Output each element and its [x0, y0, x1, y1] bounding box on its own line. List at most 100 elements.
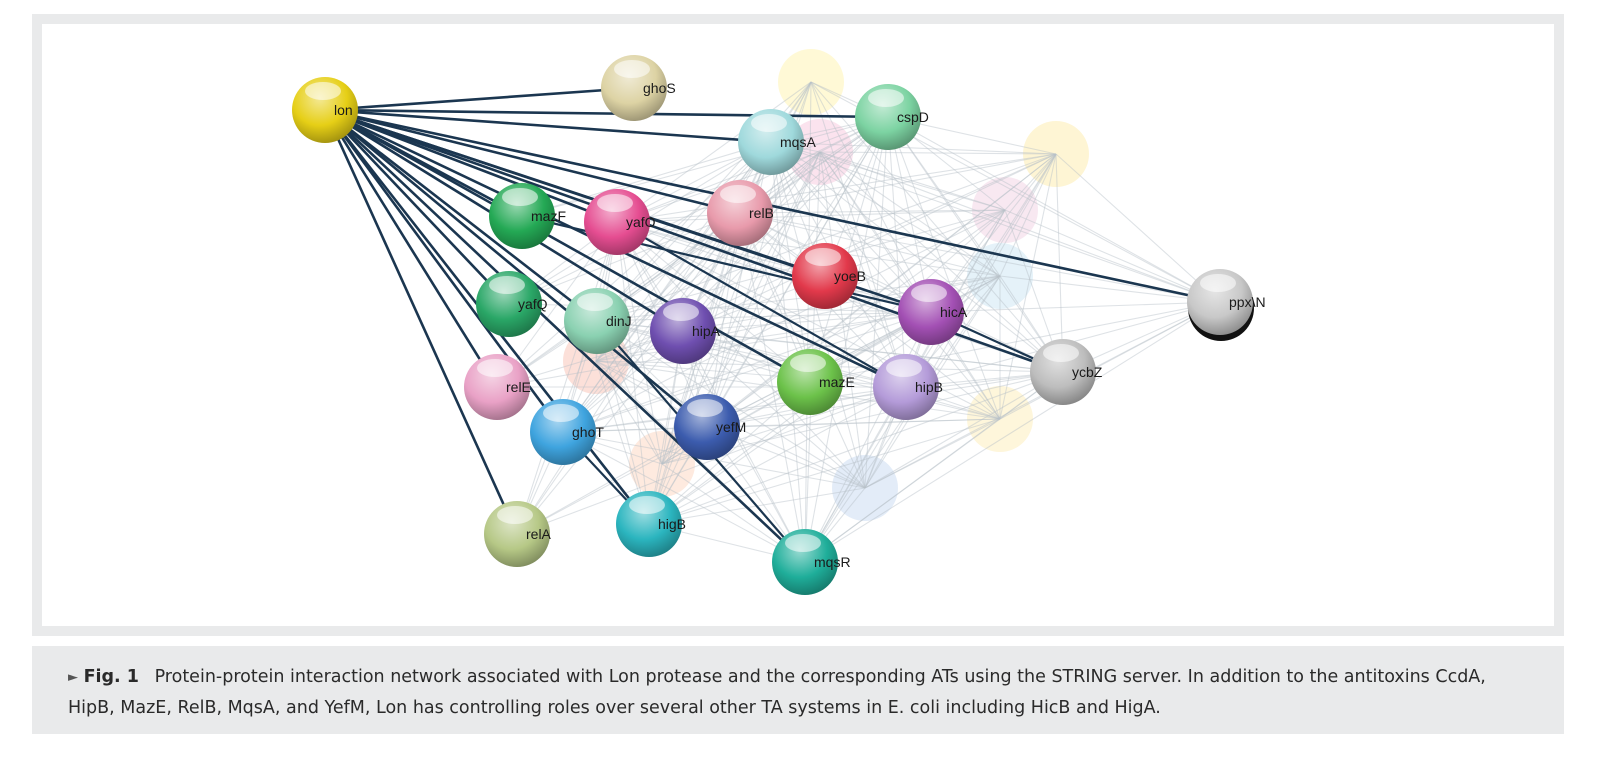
node-highlight [629, 496, 665, 514]
node-yefM[interactable]: yefM [674, 394, 746, 460]
secondary-edge [819, 151, 1006, 211]
node-highlight [614, 60, 650, 78]
node-label: mqsA [780, 134, 816, 150]
node-higB[interactable]: higB [616, 491, 686, 557]
secondary-edge [1004, 153, 1057, 211]
node-ycbZ[interactable]: ycbZ [1030, 339, 1103, 405]
node-label: hicA [940, 304, 968, 320]
node-yafO[interactable]: yafO [584, 189, 656, 255]
secondary-edge [930, 153, 1057, 313]
node-highlight [543, 404, 579, 422]
secondary-edge [739, 153, 1057, 214]
node-label: mazF [531, 208, 566, 224]
secondary-edge [616, 209, 1006, 223]
secondary-edge [616, 81, 812, 223]
secondary-edge [562, 418, 1001, 433]
node-ghoS[interactable]: ghoS [601, 55, 676, 121]
secondary-edge [706, 418, 1001, 428]
node-mazE[interactable]: mazE [777, 349, 855, 415]
node-label: ghoS [643, 80, 676, 96]
secondary-edge [682, 330, 806, 563]
node-ppx[interactable]: ppx\N [1187, 269, 1266, 341]
caption-text: Protein-protein interaction network asso… [68, 667, 1486, 718]
caption-arrow-icon: ► [68, 670, 78, 685]
faded-node [967, 386, 1033, 452]
secondary-edge [516, 330, 684, 535]
secondary-edge [562, 151, 821, 433]
node-dinJ[interactable]: dinJ [564, 288, 632, 354]
faded-node [832, 455, 898, 521]
secondary-edge [648, 386, 907, 525]
node-yoeB[interactable]: yoeB [792, 243, 866, 309]
edge-lon-ghoS [324, 86, 635, 112]
secondary-edge [616, 221, 826, 277]
secondary-edge [804, 386, 907, 563]
secondary-edge [770, 141, 866, 489]
node-yafQ[interactable]: yafQ [476, 271, 548, 337]
secondary-edge [770, 141, 1006, 211]
secondary-edge [616, 221, 650, 525]
node-label: relA [526, 526, 552, 542]
faded-node-layer [563, 49, 1089, 521]
secondary-edge [1055, 153, 1064, 373]
secondary-edge [819, 151, 1001, 277]
node-hicA[interactable]: hicA [898, 279, 968, 345]
secondary-edge [1004, 209, 1221, 303]
secondary-edge [864, 418, 1001, 489]
node-highlight [886, 359, 922, 377]
secondary-edge [521, 116, 889, 217]
node-label: yafO [626, 214, 656, 230]
faded-node [629, 431, 695, 497]
node-label: yafQ [518, 296, 548, 312]
node-cspD[interactable]: cspD [855, 84, 929, 150]
edge-lon-mazE [324, 108, 811, 384]
secondary-edge [508, 212, 741, 305]
secondary-edge [562, 116, 889, 433]
secondary-edge [770, 141, 1001, 420]
secondary-edge [739, 212, 1001, 277]
node-label: cspD [897, 109, 929, 125]
secondary-edge [804, 81, 812, 563]
secondary-edge [516, 212, 741, 535]
edge-lon-yafO [324, 108, 618, 224]
node-mazF[interactable]: mazF [489, 183, 566, 249]
node-lon[interactable]: lon [292, 77, 358, 143]
secondary-edge [819, 151, 1221, 303]
node-hipB[interactable]: hipB [873, 354, 943, 420]
node-relB[interactable]: relB [707, 180, 774, 246]
secondary-edge [804, 116, 889, 563]
node-highlight [868, 89, 904, 107]
secondary-edge [810, 81, 1064, 373]
secondary-edge [595, 360, 663, 465]
node-relA[interactable]: relA [484, 501, 552, 567]
secondary-edge [804, 301, 1221, 563]
secondary-edge [616, 221, 866, 489]
secondary-edge [770, 141, 806, 563]
secondary-edge [999, 275, 1221, 303]
secondary-edge [819, 151, 866, 489]
edge-lon-relB [324, 108, 741, 215]
node-ghoT[interactable]: ghoT [530, 399, 604, 465]
node-highlight [687, 399, 723, 417]
node-mqsA[interactable]: mqsA [738, 109, 816, 175]
secondary-edge [648, 311, 932, 525]
secondary-edge [810, 81, 932, 313]
secondary-edge [1055, 153, 1221, 303]
node-highlight [790, 354, 826, 372]
secondary-edge [648, 371, 1064, 525]
node-label: ghoT [572, 424, 604, 440]
secondary-edge [496, 311, 932, 388]
node-hipA[interactable]: hipA [650, 298, 721, 364]
secondary-edge [682, 330, 866, 489]
node-label: relB [749, 205, 774, 221]
secondary-edge [819, 151, 1001, 420]
node-highlight [805, 248, 841, 266]
node-mqsR[interactable]: mqsR [772, 529, 851, 595]
node-relE[interactable]: relE [464, 354, 531, 420]
secondary-edge [516, 386, 907, 535]
node-label: ycbZ [1072, 364, 1103, 380]
secondary-edge [930, 301, 1221, 313]
secondary-edge [804, 153, 1057, 563]
node-label: dinJ [606, 313, 632, 329]
secondary-edge [739, 209, 1006, 214]
